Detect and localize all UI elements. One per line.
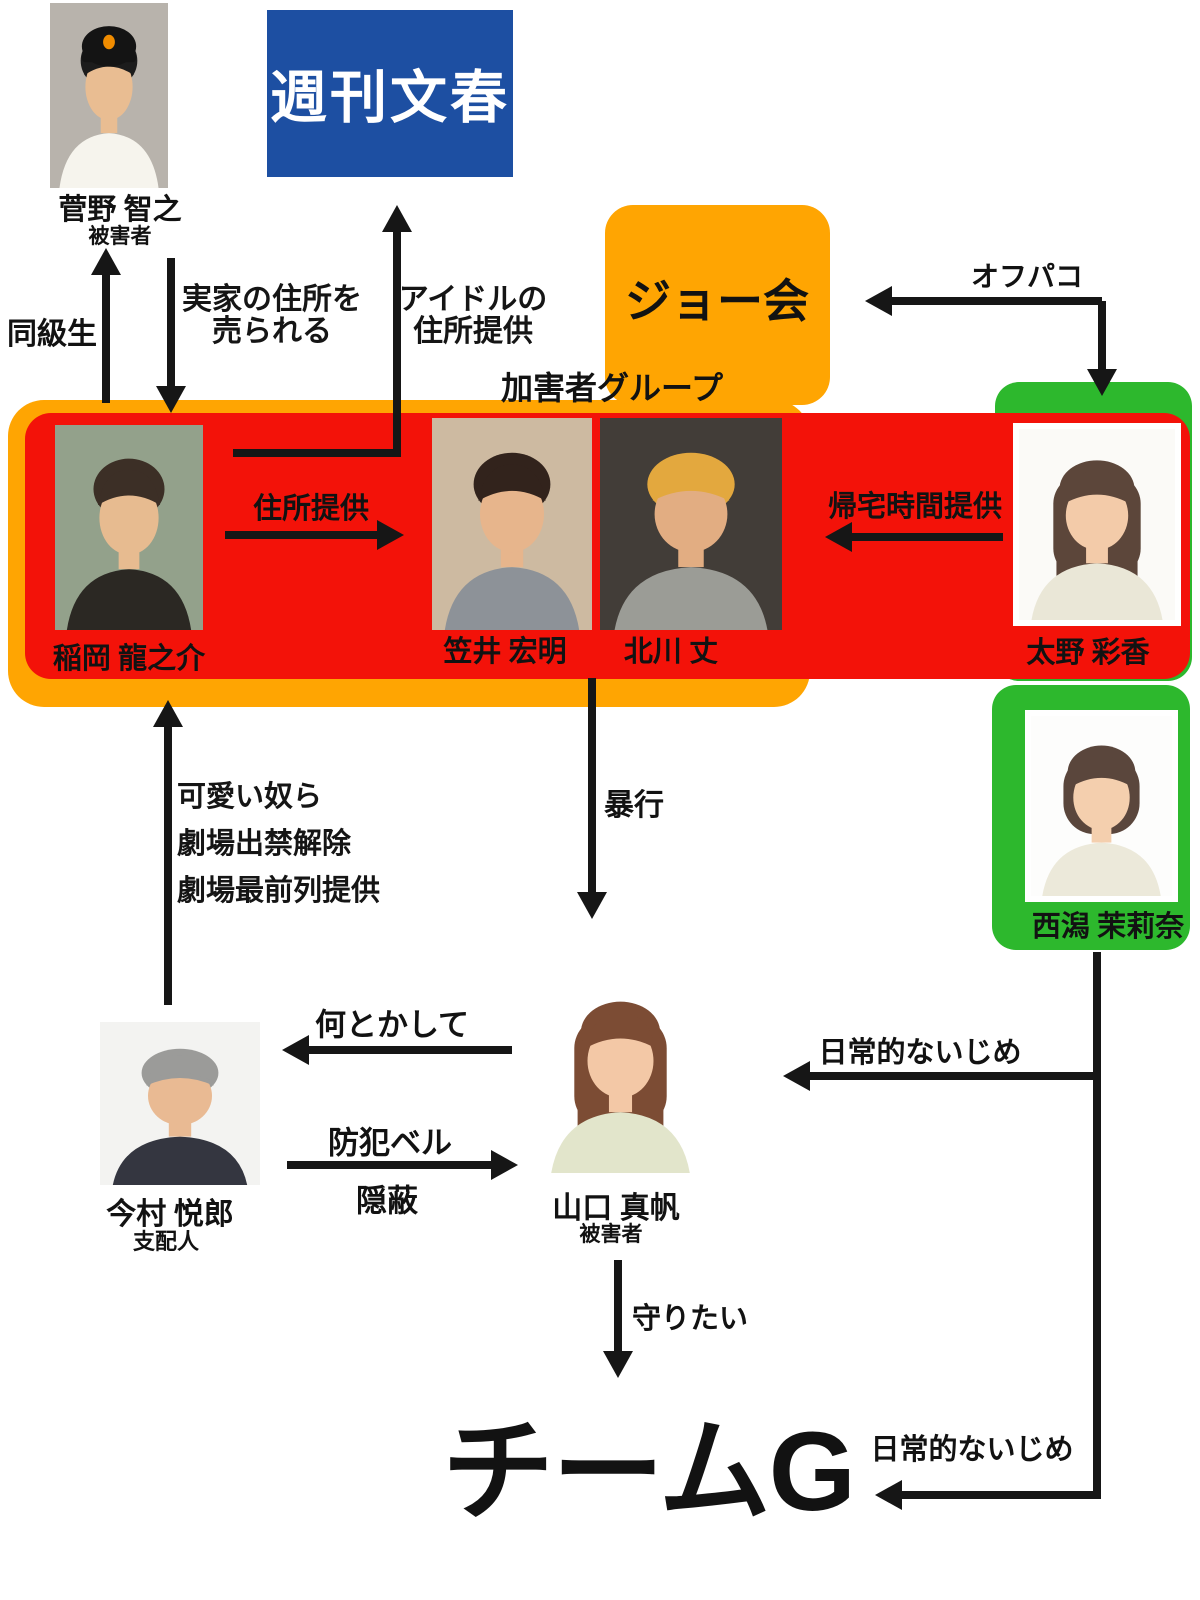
kagaisha-group-label: 加害者グループ: [500, 370, 724, 406]
photo-yamaguchi: [538, 968, 703, 1173]
joekai-box: [605, 205, 830, 405]
edge-label-ofupako: オフパコ: [970, 262, 1084, 293]
photo-kitagawa: [600, 418, 782, 630]
edge-label-jikka-line1: 実家の住所を: [182, 283, 362, 316]
name-inaoka: 稲岡 龍之介: [52, 643, 206, 675]
edge-label-kawaii: 可愛い奴ら 劇場出禁解除 劇場最前列提供: [177, 774, 380, 915]
role-imamura: 支配人: [132, 1229, 200, 1254]
edge-label-jikka-line2: 売られる: [212, 315, 332, 348]
edge-label-idol-line2: 住所提供: [413, 315, 533, 348]
arrow-jikka-head: [156, 386, 186, 413]
edge-label-dokyusei: 同級生: [7, 318, 97, 351]
arrow-idol-line-v: [393, 230, 401, 455]
edge-label-idol-line1: アイドルの: [398, 283, 548, 316]
edge-label-kawaii-line3: 劇場最前列提供: [177, 875, 381, 907]
edge-label-nantoka: 何とかして: [314, 1007, 470, 1043]
arrow-boko-head: [577, 892, 607, 919]
edge-label-kawaii-line2: 劇場出禁解除: [177, 828, 352, 860]
bunshun-title: 週刊文春: [270, 67, 510, 130]
name-yamaguchi: 山口 真帆: [552, 1192, 680, 1225]
name-kitagawa: 北川 丈: [623, 636, 719, 668]
arrow-boko-line: [588, 678, 596, 892]
arrow-ijime-top-head: [783, 1061, 810, 1091]
edge-label-ijime-top: 日常的ないじめ: [818, 1037, 1022, 1069]
photo-imamura: [100, 1022, 260, 1185]
name-kasai: 笠井 宏明: [443, 636, 567, 668]
arrow-ijime-bottom-line: [901, 1491, 1097, 1499]
bunshun-box: [267, 10, 513, 177]
arrow-dokyusei-line: [102, 272, 110, 403]
team-g-title: チームG: [442, 1409, 856, 1534]
arrow-bohan-line: [287, 1161, 491, 1169]
photo-tano: [1013, 423, 1181, 626]
arrow-idol-head: [382, 205, 412, 232]
arrow-kitaku-head: [825, 522, 852, 552]
arrow-dokyusei-head: [91, 248, 121, 275]
arrow-jikka-line: [167, 258, 175, 388]
arrow-ofupako-head-left: [865, 286, 892, 316]
arrow-mamoritai-head: [603, 1351, 633, 1378]
arrow-kawaii-head: [153, 700, 183, 727]
edge-label-ijime-bottom: 日常的ないじめ: [870, 1434, 1074, 1466]
photo-sugano: [50, 3, 168, 188]
arrow-mamoritai-line: [614, 1260, 622, 1351]
edge-label-boko: 暴行: [604, 789, 664, 822]
arrow-jusho-line: [225, 531, 377, 539]
arrow-idol-line-h: [233, 449, 401, 457]
arrow-ijime-line-main: [1093, 952, 1101, 1499]
arrow-kitaku-line: [851, 533, 1003, 541]
edge-label-jusho: 住所提供: [252, 493, 370, 525]
arrow-ofupako-line-v: [1098, 301, 1106, 369]
role-sugano: 被害者: [88, 224, 152, 248]
arrow-ofupako-head-down: [1087, 369, 1117, 396]
arrow-jusho-head: [377, 520, 404, 550]
arrow-nantoka-line: [308, 1046, 512, 1054]
arrow-nantoka-head: [282, 1035, 309, 1065]
photo-kasai: [432, 418, 592, 630]
photo-inaoka: [55, 425, 203, 630]
edge-label-kitaku: 帰宅時間提供: [827, 491, 1003, 523]
arrow-ofupako-line-h: [891, 297, 1102, 305]
arrow-ijime-bottom-head: [875, 1480, 902, 1510]
edge-label-inpei: 隠蔽: [356, 1183, 418, 1219]
edge-label-mamoritai: 守りたい: [631, 1303, 749, 1335]
edge-label-idol: アイドルの 住所提供: [399, 284, 548, 348]
name-sugano: 菅野 智之: [58, 194, 182, 226]
photo-nishigata: [1025, 710, 1178, 902]
role-yamaguchi: 被害者: [579, 1222, 643, 1246]
edge-label-bohan: 防犯ベル: [328, 1125, 452, 1161]
name-imamura: 今村 悦郎: [106, 1198, 234, 1231]
name-tano: 太野 彩香: [1026, 637, 1150, 669]
name-nishigata: 西潟 茉莉奈: [1031, 911, 1185, 943]
arrow-kawaii-line: [164, 726, 172, 1005]
joekai-title: ジョー会: [625, 275, 809, 327]
edge-label-jikka: 実家の住所を 売られる: [182, 284, 362, 348]
edge-label-kawaii-line1: 可愛い奴ら: [177, 781, 323, 813]
arrow-ijime-top-line: [809, 1072, 1097, 1080]
arrow-bohan-head: [491, 1150, 518, 1180]
